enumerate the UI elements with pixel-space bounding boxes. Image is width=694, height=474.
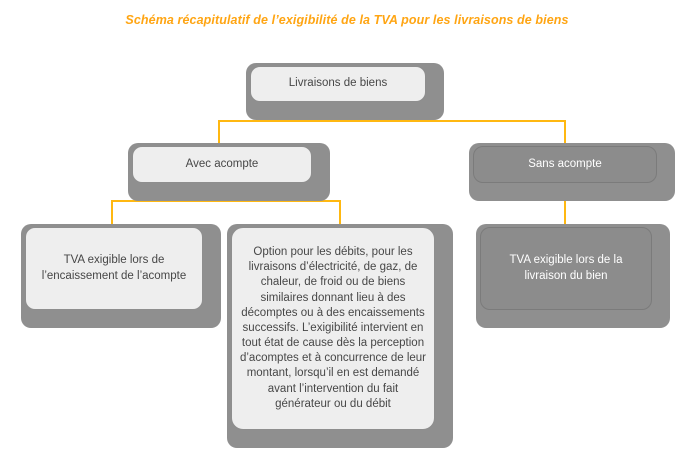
node-sans-acompte-label: Sans acompte (528, 157, 602, 170)
node-tva-encaissement-acompte: TVA exigible lors de l’encaissement de l… (21, 224, 221, 328)
connector-level2-bar (111, 200, 341, 202)
node-livraisons-de-biens: Livraisons de biens (246, 63, 444, 120)
connector-avec-acompte-drop (218, 120, 220, 147)
connector-left-leaf-drop (111, 200, 113, 227)
connector-sans-acompte-drop (564, 120, 566, 147)
node-avec-acompte-box: Avec acompte (132, 146, 312, 183)
connector-sans-acompte-stem (564, 183, 566, 227)
node-sans-acompte-box: Sans acompte (473, 146, 657, 183)
node-tva-encaissement-acompte-label: TVA exigible lors de l’encaissement de l… (41, 254, 187, 282)
node-tva-livraison-bien: TVA exigible lors de la livraison du bie… (476, 224, 670, 328)
diagram-title: Schéma récapitulatif de l’exigibilité de… (125, 13, 569, 27)
connector-middle-leaf-drop (339, 200, 341, 227)
node-sans-acompte: Sans acompte (469, 143, 675, 201)
node-avec-acompte-label: Avec acompte (185, 157, 259, 170)
node-livraisons-de-biens-label: Livraisons de biens (288, 77, 388, 90)
node-tva-encaissement-acompte-box: TVA exigible lors de l’encaissement de l… (25, 227, 203, 310)
connector-level1-bar (218, 120, 566, 122)
node-avec-acompte: Avec acompte (128, 143, 330, 201)
node-tva-livraison-bien-label: TVA exigible lors de la livraison du bie… (509, 254, 623, 282)
node-option-pour-les-debits-label: Option pour les débits, pour les livrais… (239, 246, 427, 410)
node-option-pour-les-debits: Option pour les débits, pour les livrais… (227, 224, 453, 448)
node-tva-livraison-bien-box: TVA exigible lors de la livraison du bie… (480, 227, 652, 310)
node-livraisons-de-biens-box: Livraisons de biens (250, 66, 426, 102)
node-option-pour-les-debits-box: Option pour les débits, pour les livrais… (231, 227, 435, 430)
